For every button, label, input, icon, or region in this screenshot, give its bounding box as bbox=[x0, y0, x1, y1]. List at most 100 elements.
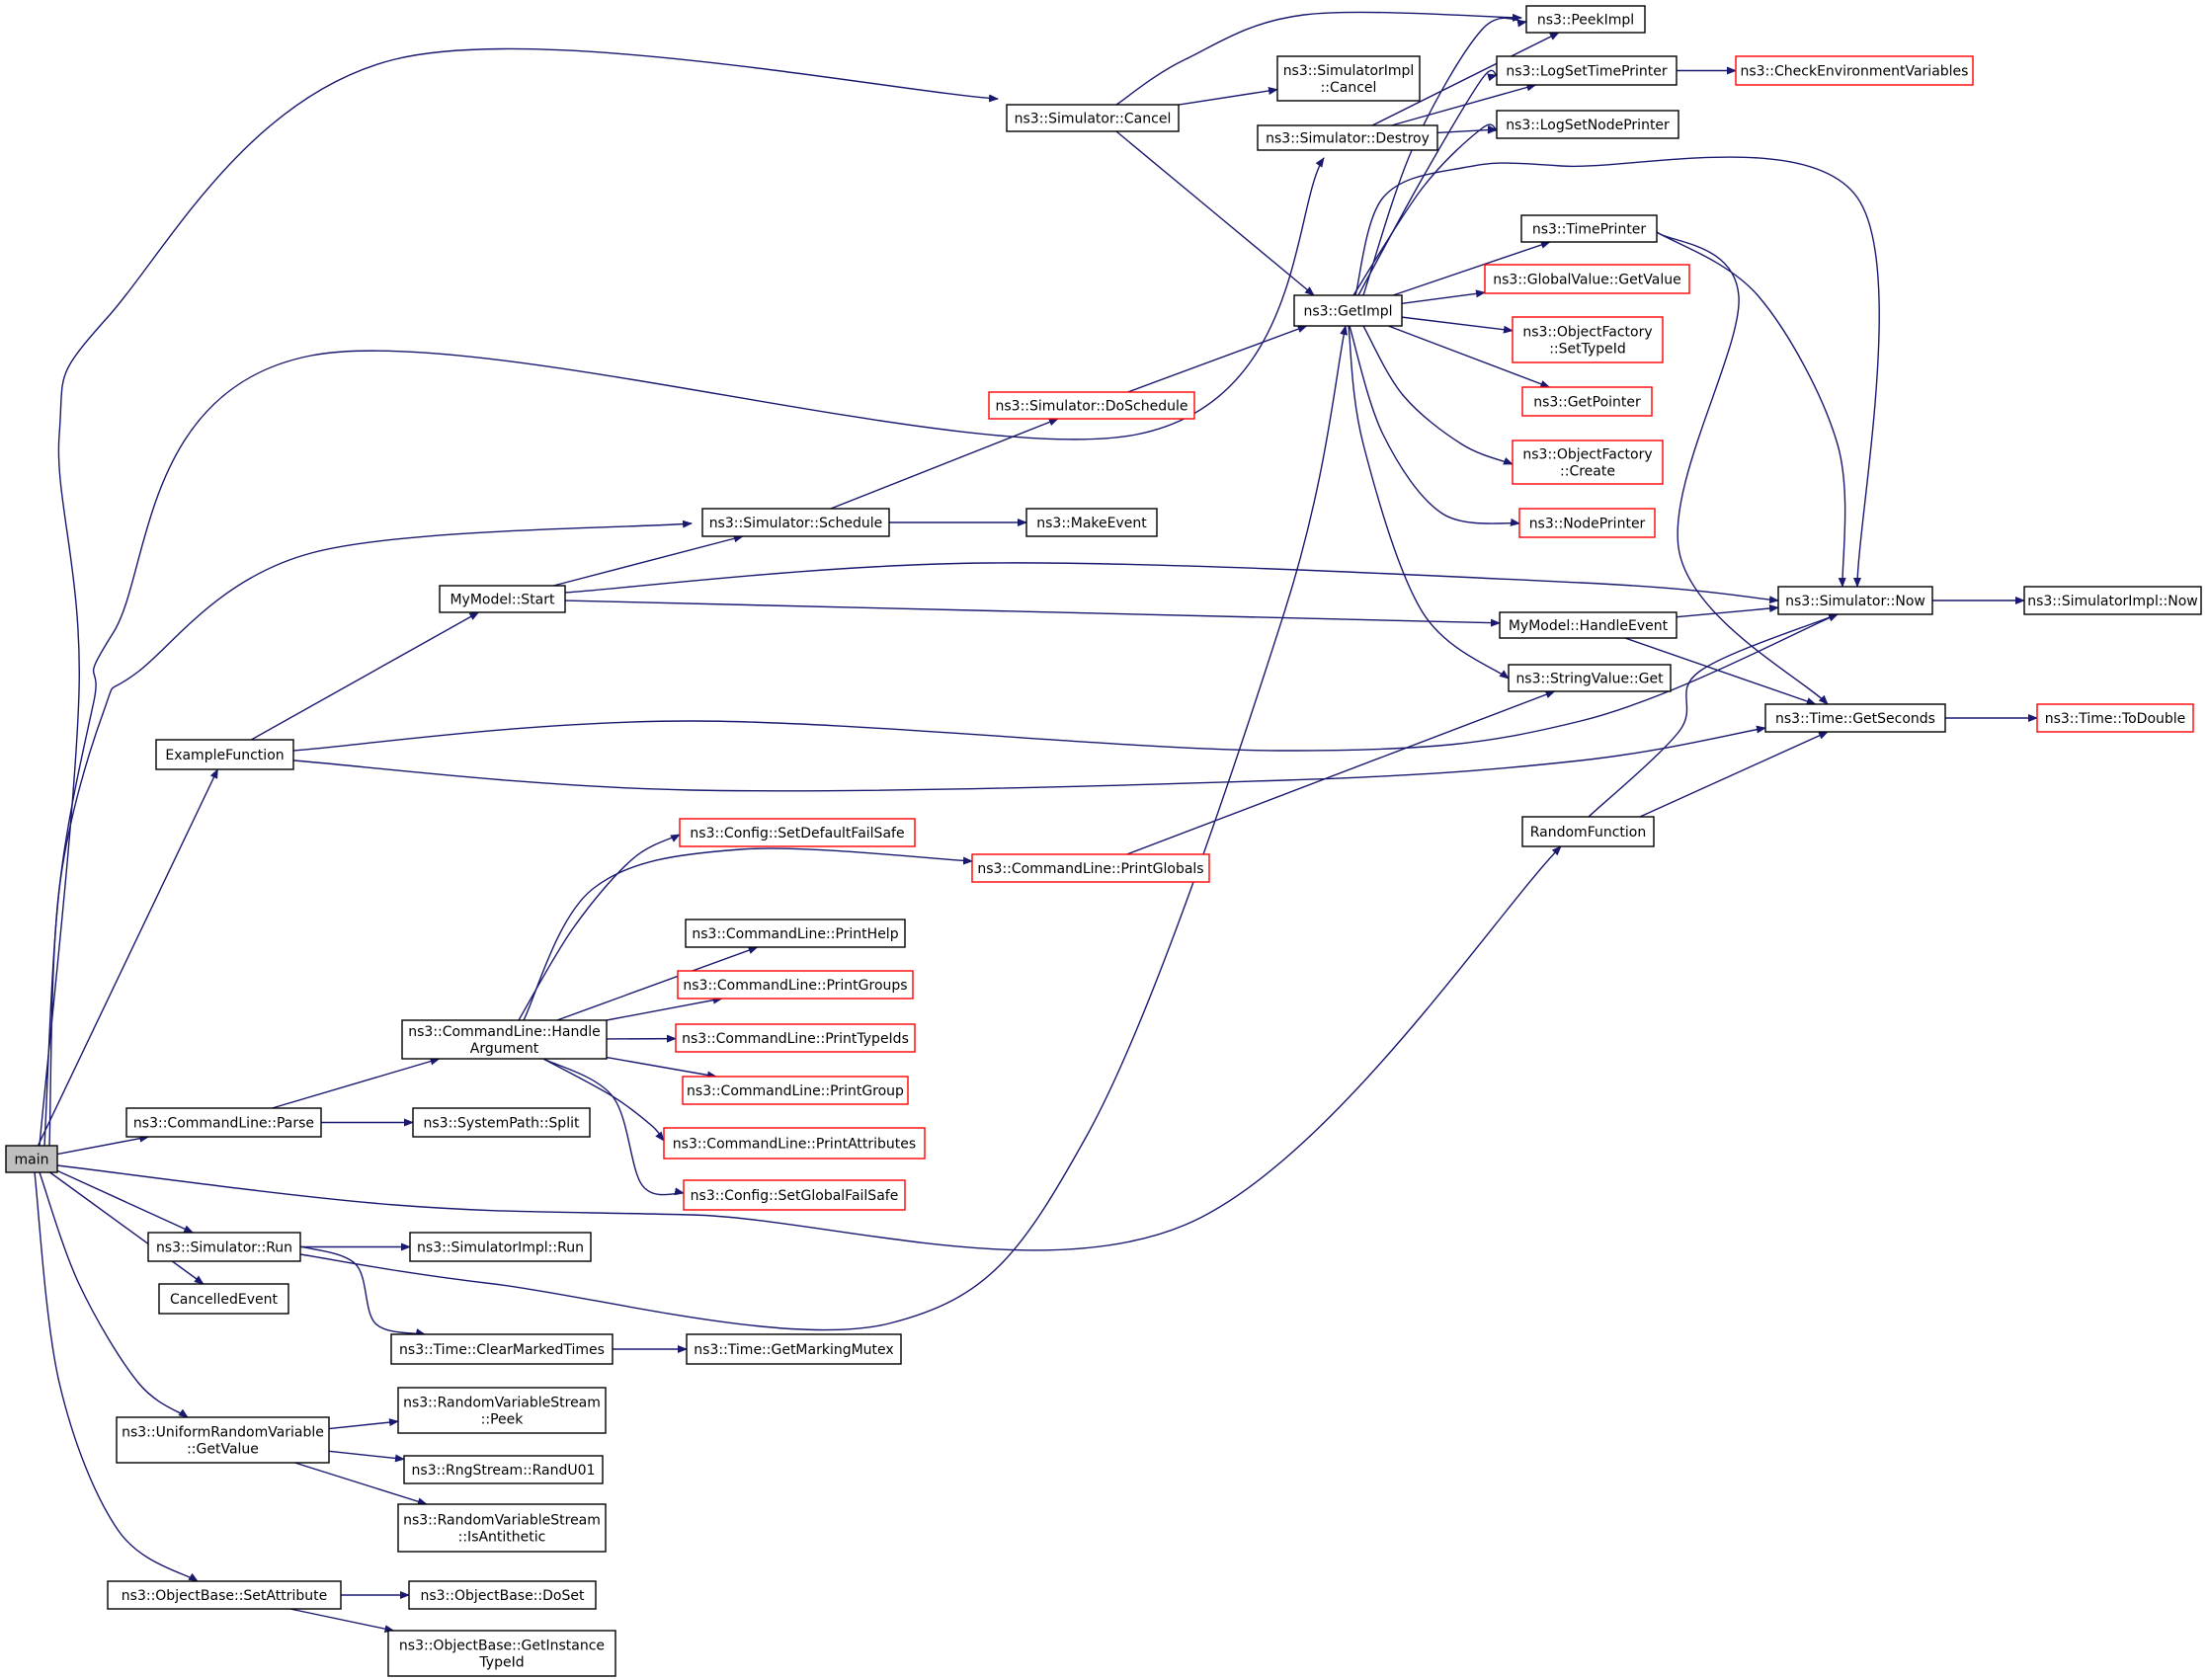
node-time_getseconds[interactable]: ns3::Time::GetSeconds bbox=[1764, 703, 1946, 733]
node-mymodel_handleevent[interactable]: MyModel::HandleEvent bbox=[1499, 611, 1678, 639]
node-label: ns3::TimePrinter bbox=[1532, 222, 1647, 238]
edge-getimpl-to-peekimpl bbox=[1362, 17, 1527, 296]
node-box bbox=[1735, 55, 1974, 86]
edge-getimpl-to-of_settypeid bbox=[1401, 316, 1514, 334]
node-rvs_peek[interactable]: ns3::RandomVariableStream::Peek bbox=[397, 1387, 607, 1434]
node-getimpl[interactable]: ns3::GetImpl bbox=[1293, 294, 1403, 327]
node-sim_doschedule[interactable]: ns3::Simulator::DoSchedule bbox=[988, 391, 1195, 420]
node-cl_printgroups[interactable]: ns3::CommandLine::PrintGroups bbox=[677, 970, 914, 1000]
edge-mymodel_handleevent-to-sim_now bbox=[1676, 604, 1779, 618]
node-box bbox=[1518, 508, 1656, 538]
node-logsetnodeprinter[interactable]: ns3::LogSetNodePrinter bbox=[1496, 110, 1679, 139]
node-time_todouble[interactable]: ns3::Time::ToDouble bbox=[2036, 703, 2194, 733]
node-sim_run[interactable]: ns3::Simulator::Run bbox=[147, 1232, 301, 1262]
node-sim_destroy[interactable]: ns3::Simulator::Destroy bbox=[1257, 124, 1438, 151]
node-peekimpl[interactable]: ns3::PeekImpl bbox=[1525, 5, 1646, 34]
node-label: ::Cancel bbox=[1321, 80, 1377, 96]
node-timeprinter[interactable]: ns3::TimePrinter bbox=[1520, 214, 1658, 243]
edge-sim_run-to-getimpl bbox=[299, 325, 1349, 1331]
node-time_clearmarkedtimes[interactable]: ns3::Time::ClearMarkedTimes bbox=[390, 1333, 614, 1365]
node-rngstream_randu01[interactable]: ns3::RngStream::RandU01 bbox=[403, 1455, 604, 1484]
node-cancelledevent[interactable]: CancelledEvent bbox=[158, 1283, 289, 1315]
node-box bbox=[988, 391, 1195, 420]
node-box bbox=[1525, 5, 1646, 34]
node-box bbox=[1508, 664, 1672, 692]
node-label: ns3::Simulator::Now bbox=[1785, 594, 1925, 609]
node-simimpl_run[interactable]: ns3::SimulatorImpl::Run bbox=[409, 1232, 592, 1262]
node-sim_schedule[interactable]: ns3::Simulator::Schedule bbox=[701, 508, 890, 537]
node-label: ns3::Time::GetMarkingMutex bbox=[694, 1342, 893, 1358]
node-simimpl_now[interactable]: ns3::SimulatorImpl::Now bbox=[2023, 586, 2202, 615]
edge-main-to-sim_cancel bbox=[39, 47, 999, 1147]
node-label: ns3::StringValue::Get bbox=[1515, 672, 1664, 687]
node-sim_cancel[interactable]: ns3::Simulator::Cancel bbox=[1006, 104, 1180, 132]
node-sim_now[interactable]: ns3::Simulator::Now bbox=[1777, 586, 1933, 615]
node-label: ns3::Time::ClearMarkedTimes bbox=[399, 1342, 605, 1358]
edge-urv_getvalue-to-rngstream_randu01 bbox=[328, 1450, 405, 1463]
edge-sim_destroy-to-logsetnodeprinter bbox=[1436, 125, 1498, 134]
edge-cl_handleargument-to-cfg_setglobalfailsafe bbox=[542, 1058, 685, 1196]
edge-cl_handleargument-to-cfg_setdefaultfailsafe bbox=[518, 834, 681, 1021]
edge-examplefunction-to-sim_now bbox=[292, 613, 1839, 752]
node-label: ns3::CommandLine::Parse bbox=[133, 1116, 314, 1132]
node-of_settypeid[interactable]: ns3::ObjectFactory::SetTypeId bbox=[1512, 316, 1664, 363]
node-label: ::Peek bbox=[481, 1412, 525, 1428]
node-simimpl_cancel[interactable]: ns3::SimulatorImpl::Cancel bbox=[1276, 55, 1421, 102]
node-ob_setattribute[interactable]: ns3::ObjectBase::SetAttribute bbox=[107, 1580, 342, 1610]
node-box bbox=[686, 1333, 902, 1365]
node-makeevent[interactable]: ns3::MakeEvent bbox=[1025, 508, 1158, 537]
node-label: ns3::LogSetTimePrinter bbox=[1506, 64, 1668, 80]
node-examplefunction[interactable]: ExampleFunction bbox=[155, 739, 294, 770]
node-checkenv[interactable]: ns3::CheckEnvironmentVariables bbox=[1735, 55, 1974, 86]
node-rvs_isantithetic[interactable]: ns3::RandomVariableStream::IsAntithetic bbox=[397, 1503, 607, 1553]
node-cl_parse[interactable]: ns3::CommandLine::Parse bbox=[125, 1107, 322, 1138]
edge-timeprinter-to-time_getseconds bbox=[1656, 231, 1829, 705]
node-cl_printglobals[interactable]: ns3::CommandLine::PrintGlobals bbox=[971, 853, 1210, 883]
edge-sim_cancel-to-peekimpl bbox=[1115, 11, 1522, 106]
node-cfg_setglobalfailsafe[interactable]: ns3::Config::SetGlobalFailSafe bbox=[683, 1179, 906, 1211]
node-ob_doset[interactable]: ns3::ObjectBase::DoSet bbox=[408, 1580, 597, 1610]
node-label: ns3::Simulator::Destroy bbox=[1266, 131, 1430, 147]
node-randomfunction[interactable]: RandomFunction bbox=[1521, 816, 1655, 847]
node-cl_printgroup[interactable]: ns3::CommandLine::PrintGroup bbox=[682, 1076, 909, 1105]
node-of_create[interactable]: ns3::ObjectFactory::Create bbox=[1512, 440, 1664, 485]
edge-getimpl-to-logsetnodeprinter bbox=[1352, 123, 1498, 296]
node-box bbox=[125, 1107, 322, 1138]
node-label: ns3::PeekImpl bbox=[1537, 13, 1634, 29]
node-nodeprinter[interactable]: ns3::NodePrinter bbox=[1518, 508, 1656, 538]
node-stringvalue_get[interactable]: ns3::StringValue::Get bbox=[1508, 664, 1672, 692]
node-label: ns3::Config::SetDefaultFailSafe bbox=[690, 826, 904, 841]
node-label: ns3::CommandLine::PrintGroup bbox=[687, 1083, 904, 1099]
node-box bbox=[1006, 104, 1180, 132]
edges-layer bbox=[34, 11, 2038, 1634]
node-box bbox=[403, 1455, 604, 1484]
node-label: ::IsAntithetic bbox=[458, 1530, 546, 1546]
node-cl_printhelp[interactable]: ns3::CommandLine::PrintHelp bbox=[685, 919, 906, 948]
node-label: ns3::Time::GetSeconds bbox=[1775, 711, 1935, 727]
node-getpointer[interactable]: ns3::GetPointer bbox=[1521, 386, 1653, 417]
node-box bbox=[147, 1232, 301, 1262]
node-box bbox=[682, 1076, 909, 1105]
node-cl_printattributes[interactable]: ns3::CommandLine::PrintAttributes bbox=[663, 1127, 926, 1160]
node-urv_getvalue[interactable]: ns3::UniformRandomVariable::GetValue bbox=[116, 1416, 330, 1464]
node-gv_getvalue[interactable]: ns3::GlobalValue::GetValue bbox=[1484, 264, 1690, 294]
node-cfg_setdefaultfailsafe[interactable]: ns3::Config::SetDefaultFailSafe bbox=[679, 818, 916, 847]
node-label: CancelledEvent bbox=[170, 1292, 278, 1308]
node-cl_printtypeids[interactable]: ns3::CommandLine::PrintTypeIds bbox=[675, 1023, 916, 1053]
node-label: ::GetValue bbox=[187, 1442, 259, 1458]
node-label: RandomFunction bbox=[1530, 825, 1647, 840]
node-label: ns3::GetPointer bbox=[1533, 395, 1641, 411]
edge-sim_run-to-time_clearmarkedtimes bbox=[299, 1245, 426, 1336]
node-time_getmarkingmutex[interactable]: ns3::Time::GetMarkingMutex bbox=[686, 1333, 902, 1365]
node-mymodel_start[interactable]: MyModel::Start bbox=[439, 585, 566, 613]
node-box bbox=[397, 1503, 607, 1553]
node-box bbox=[387, 1630, 616, 1677]
node-systempath_split[interactable]: ns3::SystemPath::Split bbox=[412, 1107, 591, 1138]
node-main[interactable]: main bbox=[5, 1145, 58, 1173]
edge-main-to-urv_getvalue bbox=[39, 1171, 189, 1418]
node-box bbox=[401, 1019, 608, 1060]
node-logsettimeprinter[interactable]: ns3::LogSetTimePrinter bbox=[1496, 55, 1678, 86]
